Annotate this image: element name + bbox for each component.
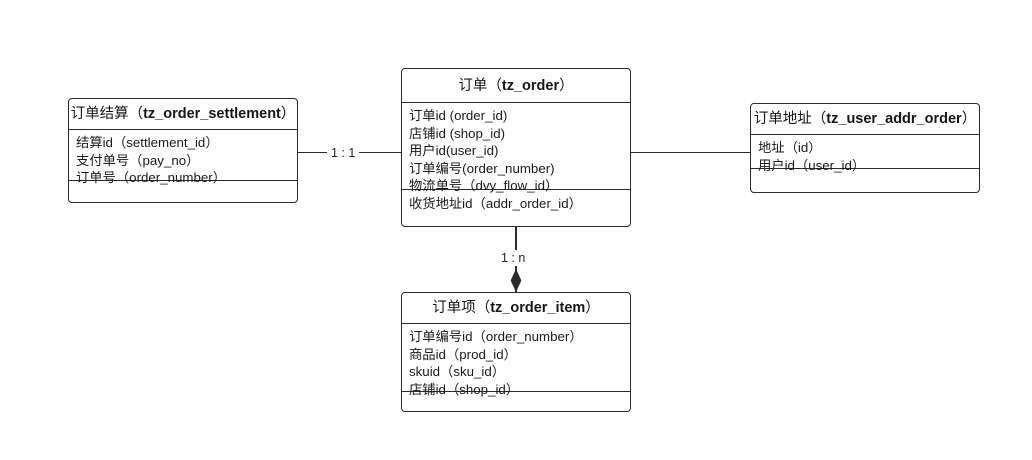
attribute-row: 订单编号(order_number) <box>409 160 555 176</box>
paren-close: ） <box>559 78 574 94</box>
attribute-row: 支付单号（pay_no） <box>76 152 200 168</box>
entity-attributes-tz-order-item: 订单编号id（order_number） 商品id（prod_id） skuid… <box>402 324 630 397</box>
entity-tz-user-addr-order[interactable]: 订单地址（tz_user_addr_order） 地址（id） 用户id（use… <box>750 103 980 193</box>
entity-header-tz-order-settlement: 订单结算（tz_order_settlement） <box>69 99 297 130</box>
relationship-label-order-orderitem: 1 : n <box>497 250 530 266</box>
entity-title-cn: 订单项 <box>432 300 476 316</box>
entity-header-tz-order: 订单（tz_order） <box>402 69 630 103</box>
entity-title-cn: 订单 <box>458 78 488 94</box>
attribute-row: skuid（sku_id） <box>409 364 506 380</box>
attribute-row: 订单号（order_number） <box>76 170 227 186</box>
attribute-row: 物流单号（dvy_flow_id） <box>409 178 559 194</box>
entity-attributes-tz-user-addr-order: 地址（id） 用户id（user_id） <box>751 135 979 173</box>
paren-open: （ <box>475 300 491 316</box>
attribute-row: 店铺id (shop_id) <box>409 125 506 141</box>
attribute-row: 收货地址id（addr_order_id） <box>409 195 582 211</box>
entity-title-cn: 订单结算 <box>70 106 129 122</box>
diamond-arrowhead-icon <box>510 268 522 292</box>
paren-close: ） <box>585 300 600 316</box>
paren-close: ） <box>280 106 296 122</box>
entity-header-tz-user-addr-order: 订单地址（tz_user_addr_order） <box>751 104 979 135</box>
entity-title-en: tz_order <box>501 78 560 94</box>
paren-close: ） <box>961 111 977 127</box>
entity-title-en: tz_order_settlement <box>143 106 281 122</box>
attribute-row: 店铺id（shop_id） <box>409 381 520 397</box>
attribute-row: 订单id (order_id) <box>409 108 508 123</box>
attribute-row: 订单编号id（order_number） <box>409 329 583 344</box>
entity-title-cn: 订单地址 <box>753 111 812 127</box>
paren-open: （ <box>487 78 502 94</box>
paren-open: （ <box>128 106 144 122</box>
entity-header-tz-order-item: 订单项（tz_order_item） <box>402 293 630 324</box>
attribute-row: 商品id（prod_id） <box>409 346 517 362</box>
paren-open: （ <box>811 111 827 127</box>
attribute-row: 地址（id） <box>758 140 822 155</box>
entity-title-en: tz_user_addr_order <box>826 111 962 127</box>
entity-tz-order-settlement[interactable]: 订单结算（tz_order_settlement） 结算id（settlemen… <box>68 98 298 203</box>
attribute-row: 用户id(user_id) <box>409 143 499 159</box>
entity-tz-order[interactable]: 订单（tz_order） 订单id (order_id) 店铺id (shop_… <box>401 68 631 227</box>
attribute-row: 用户id（user_id） <box>758 157 866 173</box>
attribute-row: 结算id（settlement_id） <box>76 135 219 150</box>
entity-tz-order-item[interactable]: 订单项（tz_order_item） 订单编号id（order_number） … <box>401 292 631 412</box>
entity-attributes-tz-order: 订单id (order_id) 店铺id (shop_id) 用户id(user… <box>402 103 630 211</box>
relationship-label-settlement-order: 1 : 1 <box>327 145 360 161</box>
connector-order-address <box>629 151 752 154</box>
entity-title-en: tz_order_item <box>490 300 586 316</box>
entity-attributes-tz-order-settlement: 结算id（settlement_id） 支付单号（pay_no） 订单号（ord… <box>69 130 297 185</box>
